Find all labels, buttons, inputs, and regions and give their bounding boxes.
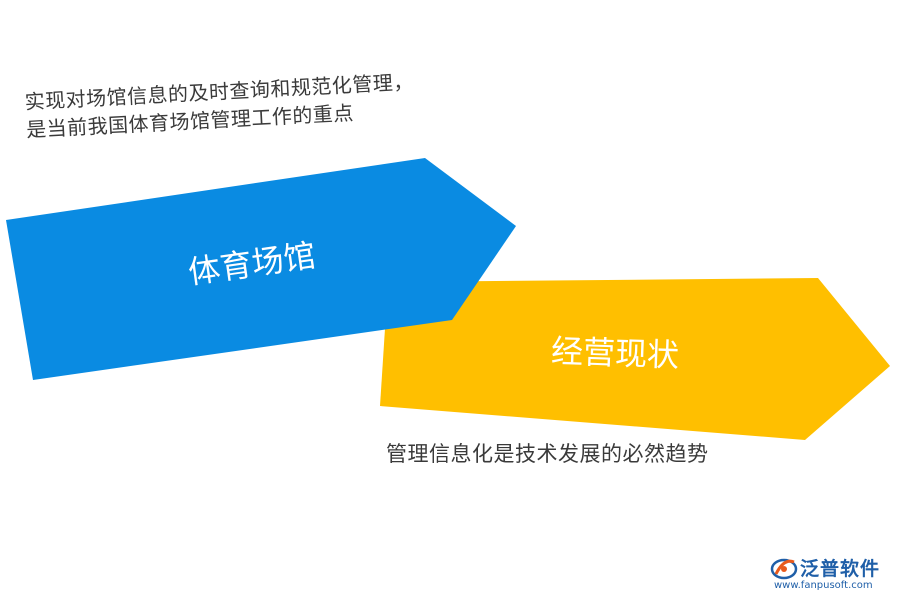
logo-url: www.fanpusoft.com xyxy=(774,580,873,591)
yellow-arrow-shape xyxy=(380,278,890,440)
yellow-arrow-label: 经营现状 xyxy=(550,331,680,375)
brand-logo: 泛普软件 www.fanpusoft.com xyxy=(770,552,895,596)
bottom-caption: 管理信息化是技术发展的必然趋势 xyxy=(386,442,709,466)
logo-name: 泛普软件 xyxy=(800,558,881,580)
fanpu-logo-icon xyxy=(770,558,798,580)
blue-arrow-shape xyxy=(6,158,516,380)
